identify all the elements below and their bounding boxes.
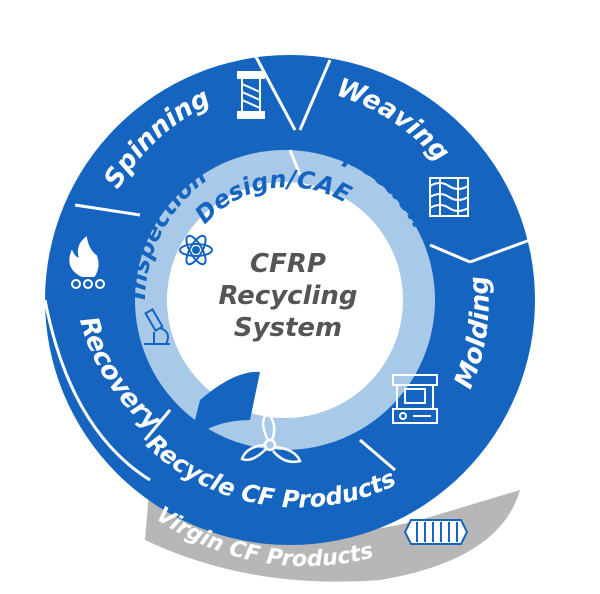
inner-ring-gap [190,371,260,440]
microscope-icon [144,307,170,345]
fire-icon [69,236,105,289]
molding-machine-icon [392,374,438,424]
center-title-line3: System [234,313,342,343]
virgin-cf-tail [145,480,520,582]
fiber-bundle-icon [403,519,469,545]
inner-ring-divider [288,149,302,176]
center-disc [167,182,403,418]
center-title-line2: Recycling [218,281,357,311]
segment-separators [43,54,531,482]
woven-fabric-icon [429,177,469,217]
center-title-line1: CFRP [250,249,326,279]
propeller-icon [240,411,302,464]
spool-icon [237,71,265,119]
atom-icon [179,234,213,266]
